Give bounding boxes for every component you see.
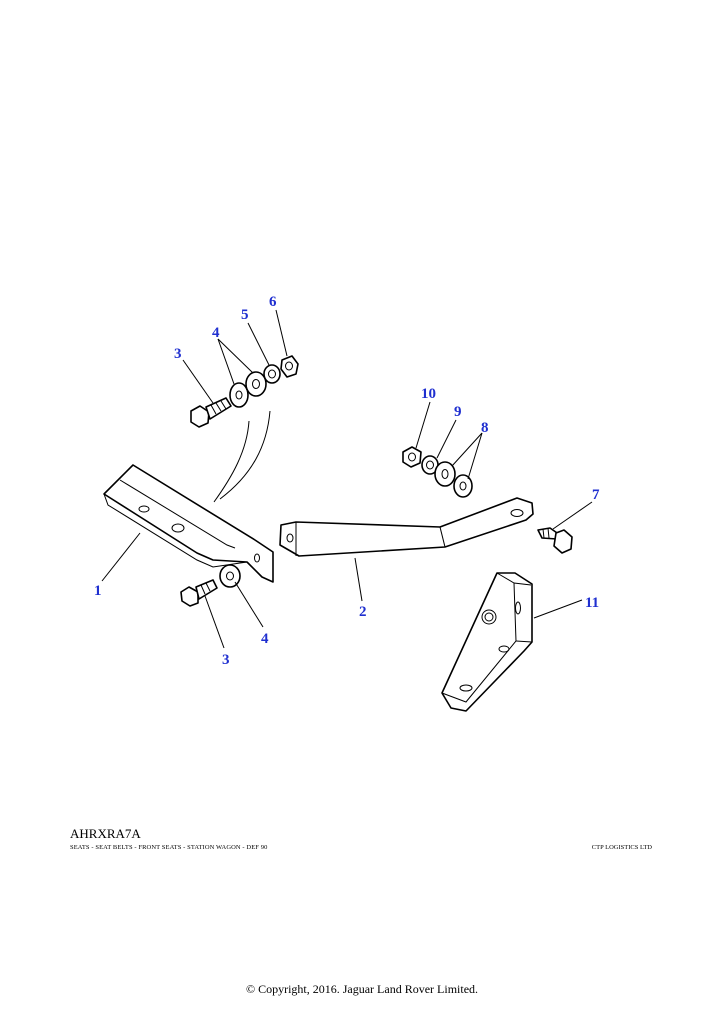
- washer-icon-8a: [434, 461, 456, 487]
- diagram-reference-code: AHRXRA7A: [70, 826, 141, 841]
- callout-8: 8: [481, 420, 489, 436]
- nut-icon-6: [280, 355, 299, 378]
- diagram-caption: SEATS - SEAT BELTS - FRONT SEATS - STATI…: [70, 844, 268, 851]
- leader-lines: [101, 309, 593, 649]
- callout-3-upper: 3: [174, 346, 182, 362]
- copyright-notice: © Copyright, 2016. Jaguar Land Rover Lim…: [245, 982, 479, 996]
- assembly-path-b: [219, 410, 271, 500]
- callout-1: 1: [94, 583, 102, 599]
- bolt-icon-3-lower: [180, 579, 218, 607]
- bolt-icon-3-upper: [190, 397, 232, 428]
- assembly-path-a: [213, 420, 250, 503]
- washer-icon-8b: [453, 474, 473, 498]
- strap-part-2: [279, 497, 534, 557]
- washer-icon-4b: [245, 371, 267, 397]
- bolt-icon-7: [537, 527, 573, 554]
- washer-icon-4-lower: [219, 564, 241, 588]
- bracket-part-1: [103, 464, 274, 583]
- plate-part-11: [441, 572, 533, 712]
- callout-7: 7: [592, 487, 600, 503]
- supplier-label: CTP LOGISTICS LTD: [591, 844, 652, 851]
- spring-washer-icon-5: [263, 364, 281, 384]
- callout-6: 6: [269, 294, 277, 310]
- callout-4-upper: 4: [212, 325, 220, 341]
- callout-9: 9: [454, 404, 462, 420]
- nut-icon-10: [402, 446, 422, 468]
- callout-11: 11: [585, 595, 599, 611]
- callout-2: 2: [359, 604, 367, 620]
- washer-icon-4a: [229, 382, 249, 408]
- callout-10: 10: [421, 386, 436, 402]
- callout-4-lower: 4: [261, 631, 269, 647]
- callout-5: 5: [241, 307, 249, 323]
- callout-3-lower: 3: [222, 652, 230, 668]
